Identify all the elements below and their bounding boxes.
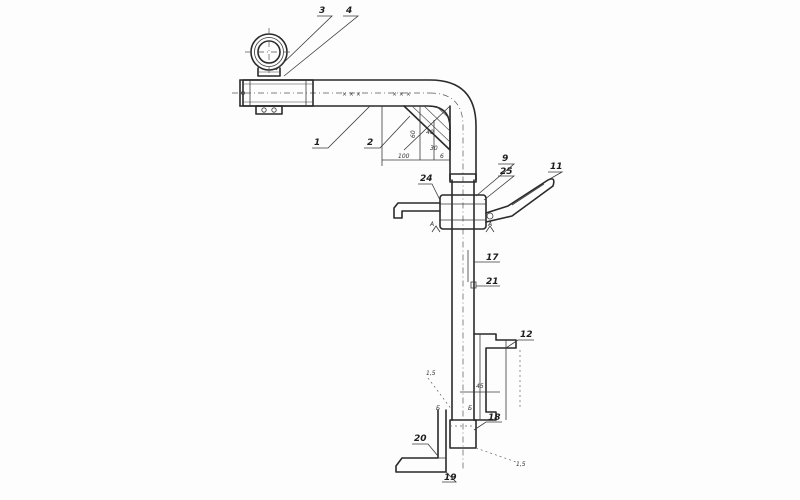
leader-3 [275, 15, 333, 71]
lock-handle [485, 178, 555, 223]
side-bracket: 45 [460, 333, 521, 421]
callout-4: 4 [345, 6, 352, 16]
dim-6: 6 [440, 153, 444, 160]
callout-3: 3 [319, 6, 325, 16]
dim-45: 45 [476, 383, 484, 390]
dim-100: 100 [398, 153, 410, 160]
leader-19 [442, 471, 457, 483]
leader-20 [412, 443, 439, 457]
handle-grip-line [511, 183, 545, 206]
callout-18: 18 [488, 413, 501, 423]
leader-12 [505, 339, 534, 349]
section-b-left: Б [436, 405, 440, 412]
section-marks: A A Б Б 1,5 1,5 [426, 221, 526, 468]
callout-1: 1 [314, 138, 320, 148]
clamp-bolt-1 [261, 107, 267, 113]
gusset-bracket: 100 60 40 30 6 [381, 105, 451, 166]
callout-21: 21 [486, 277, 499, 287]
arm-pin [241, 91, 245, 95]
callout-12: 12 [520, 330, 533, 340]
column-top-flange [449, 173, 477, 183]
leader-18 [473, 421, 502, 431]
dim-1-5-upper: 1,5 [426, 370, 436, 377]
section-a-right: A [487, 221, 492, 228]
bracket-outline [473, 333, 517, 421]
callouts: 3 4 1 2 9 25 11 24 17 21 12 18 2 [275, 6, 564, 483]
column-centerline [429, 92, 464, 470]
section-arrow-left [431, 225, 441, 233]
column-leader [427, 377, 453, 411]
callout-2: 2 [367, 138, 373, 148]
section-a-left: A [429, 221, 434, 228]
callout-11: 11 [550, 162, 563, 172]
arm-clamp [255, 105, 283, 115]
callout-9: 9 [502, 154, 508, 164]
collar-body [439, 194, 487, 230]
leader-11 [547, 171, 564, 181]
leader-25 [483, 175, 516, 201]
lifting-eye [245, 28, 293, 80]
dim-1-5-lower: 1,5 [516, 461, 526, 468]
callout-17: 17 [486, 253, 499, 263]
gusset-outline [403, 105, 451, 151]
callout-25: 25 [500, 167, 513, 177]
arm-bottom-edge [239, 105, 451, 181]
callout-19: 19 [444, 473, 457, 483]
arm-top-edge [239, 79, 477, 181]
column-stop [470, 281, 477, 289]
leader-9 [475, 163, 516, 197]
base-leader [475, 447, 517, 463]
callout-20: 20 [414, 434, 427, 444]
base-sleeve [449, 419, 477, 449]
callout-24: 24 [420, 174, 433, 184]
dim-40: 40 [426, 129, 434, 136]
leader-1 [312, 105, 371, 149]
dim-30: 30 [430, 145, 438, 152]
weld-mark-2: × × × [392, 91, 411, 98]
swivel-collar [393, 178, 555, 233]
section-arrow-right [485, 225, 495, 233]
weld-mark-1: × × × [342, 91, 361, 98]
leader-24 [418, 183, 441, 201]
collar-hook-arm [393, 202, 441, 219]
handle-pivot [486, 212, 494, 220]
gusset-diag [403, 105, 451, 151]
clamp-bolt-2 [271, 107, 277, 113]
leader-2 [364, 115, 411, 149]
dim-60: 60 [410, 130, 417, 138]
section-b-right: Б [468, 405, 472, 412]
leader-4 [283, 15, 360, 77]
